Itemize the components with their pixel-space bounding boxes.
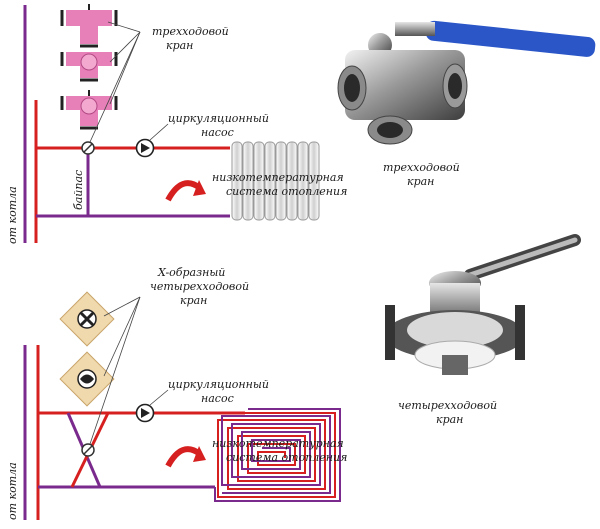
bypass-label: байпас (72, 170, 85, 210)
top-system-label: низкотемпературная система отопления (212, 171, 347, 198)
three-way-valve-photo: трехходовой кран (337, 20, 596, 188)
top-boiler-label: от котла (6, 186, 19, 244)
bottom-pump-label: циркуляционный насос (168, 378, 272, 405)
four-way-valve-icon-2 (59, 351, 115, 407)
four-way-valve-icon-1 (59, 291, 115, 347)
three-way-valve-icon-1 (60, 4, 118, 48)
three-way-valve-icon-2 (60, 52, 118, 82)
three-way-valve-icon-3 (60, 90, 118, 130)
top-pump-label: циркуляционный насос (168, 112, 272, 139)
top-diagram: трехходовой кран циркуляционный насос ни… (6, 4, 347, 244)
bottom-system-label: низкотемпературная система отопления (212, 437, 347, 464)
top-radiator (230, 140, 322, 222)
four-way-valve-photo: четырехходовой кран (385, 234, 581, 426)
bottom-boiler-label: от котла (6, 462, 19, 520)
bottom-diagram: X-образный четырехходовой кран циркуляци… (6, 266, 347, 520)
underfloor-heating-coil (214, 408, 341, 502)
top-valve-label: трехходовой кран (152, 25, 232, 52)
four-way-photo-caption: четырехходовой кран (398, 399, 501, 426)
bottom-valve-label: X-образный четырехходовой кран (150, 266, 253, 307)
three-way-photo-caption: трехходовой кран (383, 161, 463, 188)
